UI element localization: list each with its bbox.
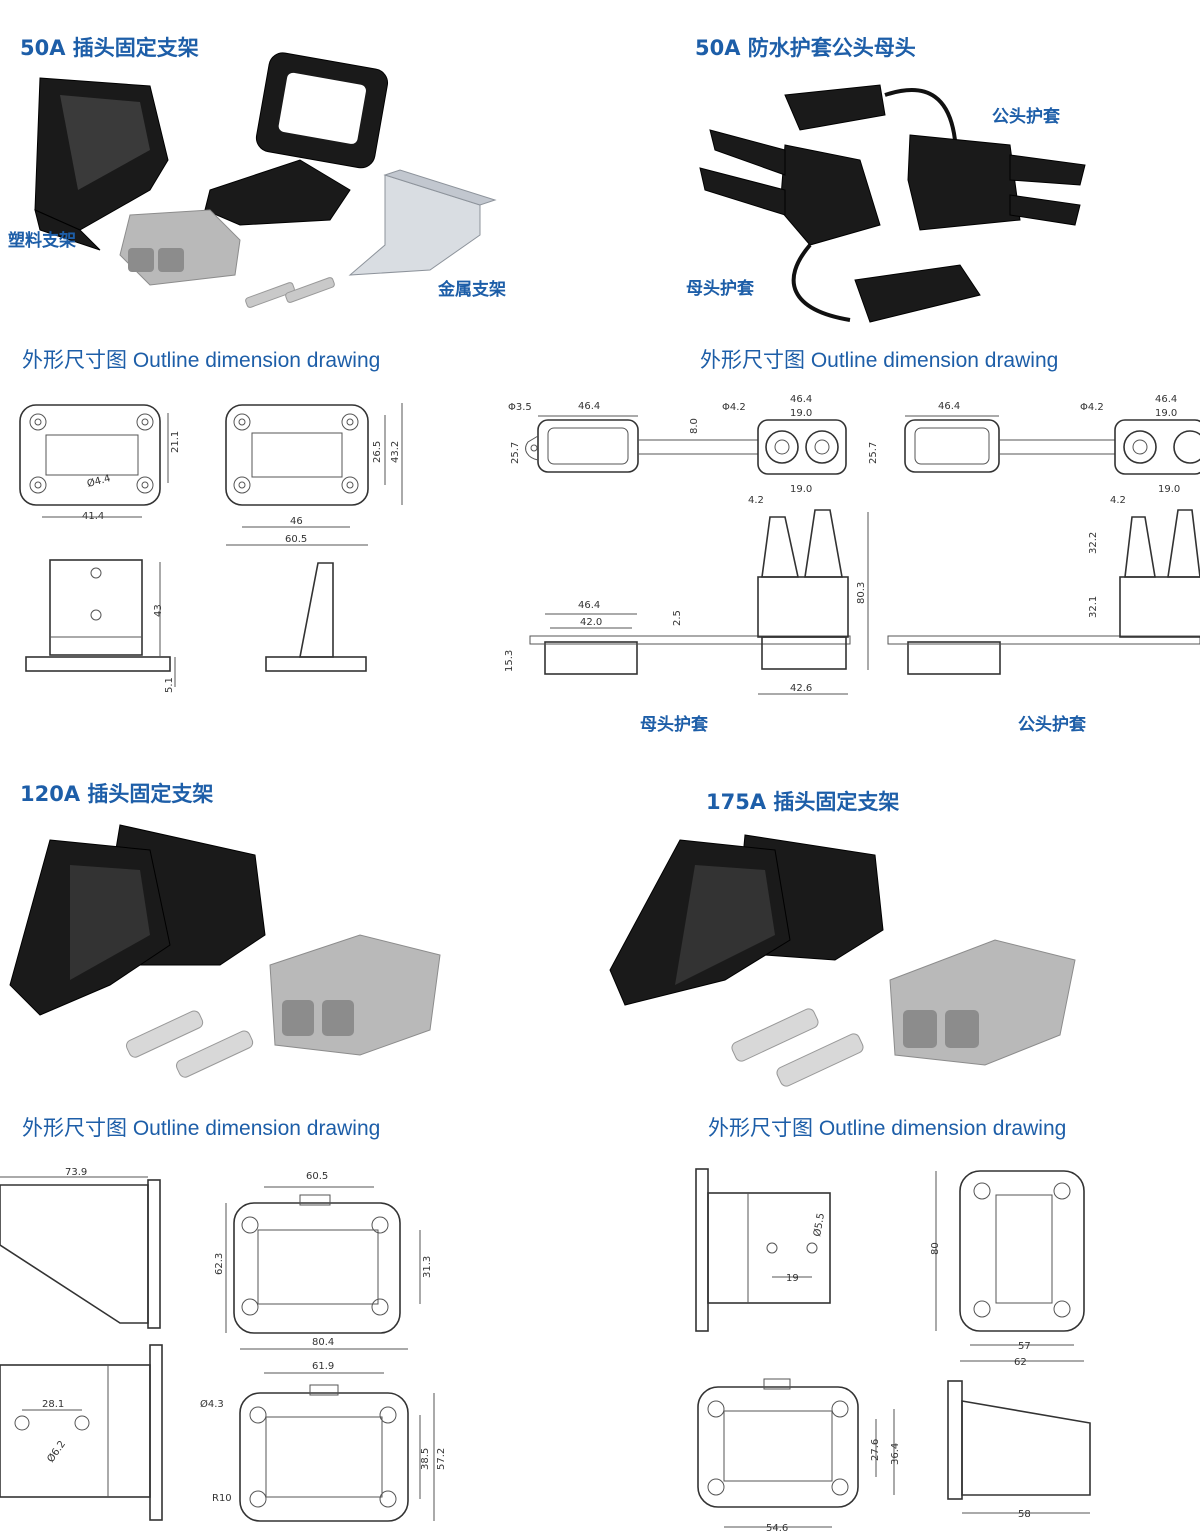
outline-heading-120a: 外形尺寸图 Outline dimension drawing [22,1117,381,1140]
outline-heading-50a-cover: 外形尺寸图 Outline dimension drawing [700,349,1059,372]
photo-50a-bracket [34,52,497,308]
label-plastic-bracket: 塑料支架 [8,231,76,251]
dim-19-0-a: 19.0 [790,408,812,419]
dim-19: 19 [786,1273,799,1284]
dim-26-5: 26.5 [372,441,383,463]
dim-25-7-b: 25.7 [868,442,879,464]
dim-phi-4-3: Ø4.3 [200,1398,224,1410]
title-50a-bracket: 50A 插头固定支架 [20,36,199,60]
dim-32-2: 32.2 [1088,532,1099,554]
dim-4-2-a: 4.2 [748,495,764,506]
dim-57-2: 57.2 [436,1448,447,1470]
dim-15-3: 15.3 [504,650,515,672]
photo-120a [9,824,441,1078]
caption-female-cover: 母头护套 [640,715,708,735]
dim-41-4: 41.4 [82,511,104,522]
dim-21-1: 21.1 [170,431,181,453]
dim-19-0-d: 19.0 [1158,484,1180,495]
dim-57: 57 [1018,1341,1031,1352]
dim-phi-3-5: Φ3.5 [508,402,532,413]
dim-61-9: 61.9 [312,1361,334,1372]
dim-36-4: 36.4 [890,1443,901,1465]
label-male-cover: 公头护套 [992,107,1060,127]
drawing-50a-bracket: 21.1 41.4 Ø4.4 26.5 43.2 46 60.5 43 5.1 [19,403,403,693]
dim-46-4-c: 46.4 [938,401,960,412]
dim-46-4-d: 46.4 [1155,394,1177,405]
title-50a-cover: 50A 防水护套公头母头 [695,36,916,60]
title-120a: 120A 插头固定支架 [20,782,214,806]
outline-heading-50a-bracket: 外形尺寸图 Outline dimension drawing [22,349,381,372]
dim-phi-6-2: Ø6.2 [45,1438,68,1464]
dim-42-6: 42.6 [790,683,812,694]
dim-phi-4-2-a: Φ4.2 [722,402,746,413]
outline-heading-175a: 外形尺寸图 Outline dimension drawing [708,1117,1067,1140]
dim-80: 80 [930,1242,941,1255]
photo-50a-cover [699,84,1086,323]
dim-19-0-b: 19.0 [1155,408,1177,419]
dim-46-4-b: 46.4 [790,394,812,405]
title-175a: 175A 插头固定支架 [706,790,900,814]
dim-58: 58 [1018,1509,1031,1520]
dim-43: 43 [153,604,164,617]
dim-2-5: 2.5 [672,610,683,626]
dim-phi-4-4: Ø4.4 [86,472,112,490]
dim-60-5: 60.5 [285,534,307,545]
caption-male-cover: 公头护套 [1018,715,1086,735]
dim-r10: R10 [212,1493,232,1504]
dim-60-5: 60.5 [306,1171,328,1182]
dim-phi-4-2-b: Φ4.2 [1080,402,1104,413]
dim-73-9: 73.9 [65,1167,87,1178]
dim-27-6: 27.6 [870,1439,881,1461]
dim-54-6: 54.6 [766,1523,788,1534]
dim-46-4-e: 46.4 [578,600,600,611]
dim-5-1: 5.1 [164,677,175,693]
dim-62-3: 62.3 [214,1253,225,1275]
dim-38-5: 38.5 [420,1448,431,1470]
dim-42-0: 42.0 [580,617,602,628]
dim-8-0: 8.0 [689,418,700,434]
label-female-cover: 母头护套 [686,279,754,299]
dim-32-1: 32.1 [1088,596,1099,618]
dim-4-2-b: 4.2 [1110,495,1126,506]
dim-28-1: 28.1 [42,1399,64,1410]
dim-31-3: 31.3 [422,1256,433,1278]
dim-46-4-a: 46.4 [578,401,600,412]
dim-80-3: 80.3 [856,582,867,604]
dim-19-0-c: 19.0 [790,484,812,495]
dim-25-7-a: 25.7 [510,442,521,464]
label-metal-bracket: 金属支架 [438,280,506,300]
dim-43-2: 43.2 [390,441,401,463]
dim-80-4: 80.4 [312,1337,334,1348]
dim-phi-5-5: Ø5.5 [811,1212,827,1238]
dim-62: 62 [1014,1357,1027,1368]
photo-175a [609,834,1076,1087]
dim-46: 46 [290,516,303,527]
drawing-120a: 73.9 60.5 62.3 31.3 28.1 Ø6.2 80.4 61.9 … [0,1167,447,1522]
drawing-175a: Ø5.5 19 80 57 62 27.6 36.4 54.6 58 [695,1168,1091,1534]
drawing-50a-cover: Φ3.5 46.4 25.7 8.0 Φ4.2 46.4 19.0 46.4 2… [504,394,1200,695]
